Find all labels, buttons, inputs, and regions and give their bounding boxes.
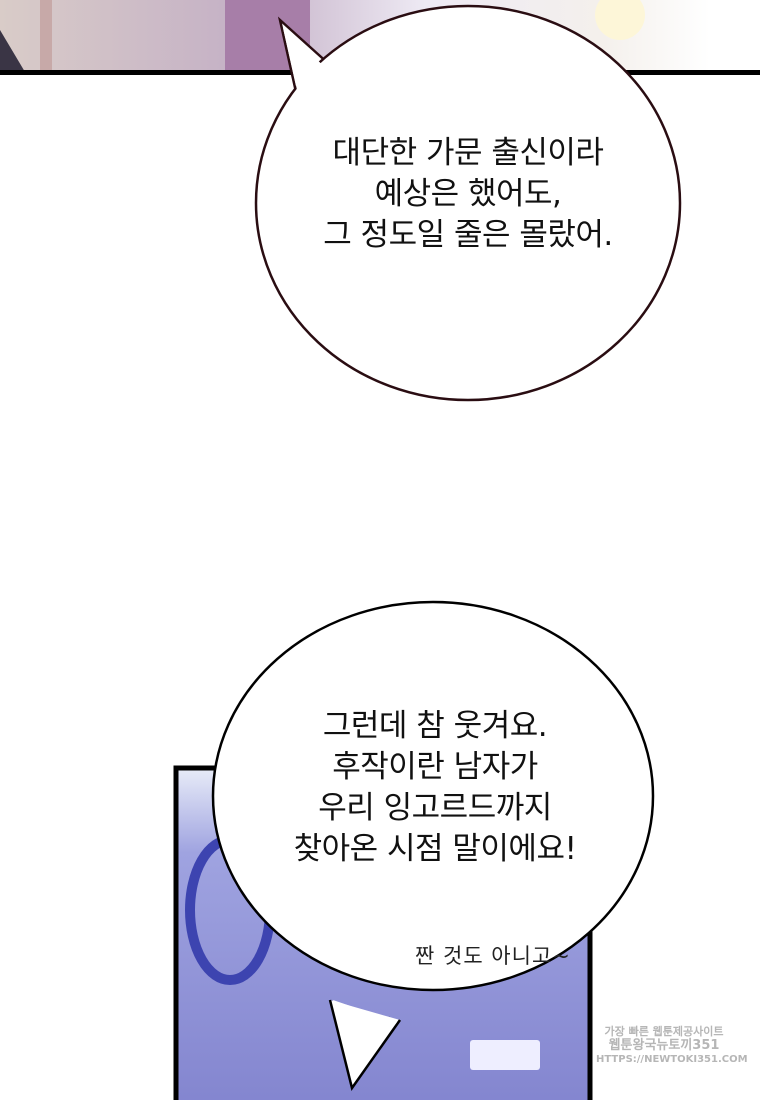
watermark-line: 웹툰왕국뉴토끼351 xyxy=(608,1038,720,1053)
watermark-line: HTTPS://NEWTOKI351.COM xyxy=(596,1054,748,1065)
speech-bubble-1-text: 대단한 가문 출신이라 예상은 했어도, 그 정도일 줄은 몰랐어. xyxy=(268,133,668,256)
watermark-line: 가장 빠른 웹툰제공사이트 xyxy=(604,1025,724,1038)
bubble-line: 찾아온 시점 말이에요! xyxy=(293,831,577,867)
aside-handwritten-text: 짠 것도 아니고~ xyxy=(415,944,571,968)
bubble-line: 후작이란 남자가 xyxy=(332,749,538,785)
speech-bubble-2-text: 그런데 참 웃겨요. 후작이란 남자가 우리 잉고르드까지 찾아온 시점 말이에… xyxy=(225,706,645,870)
watermark: 가장 빠른 웹툰제공사이트 웹툰왕국뉴토끼351 HTTPS://NEWTOKI… xyxy=(596,1025,748,1067)
speech-bubble-1 xyxy=(254,4,682,402)
speech-bubble-2 xyxy=(211,600,655,1091)
bubble-line: 그런데 참 웃겨요. xyxy=(322,708,548,744)
bubble-line: 대단한 가문 출신이라 xyxy=(332,135,604,171)
bubble-line: 우리 잉고르드까지 xyxy=(318,790,552,826)
bubble-line: 예상은 했어도, xyxy=(374,176,562,212)
bubble-line: 그 정도일 줄은 몰랐어. xyxy=(323,217,613,253)
